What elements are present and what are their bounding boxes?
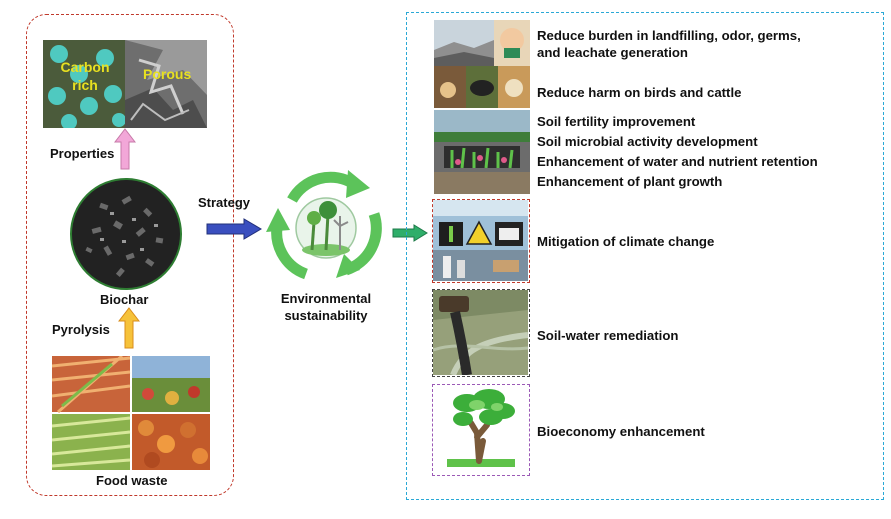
food-waste-label: Food waste [96, 473, 168, 488]
properties-arrow [114, 128, 136, 170]
biochar-image [70, 178, 182, 290]
soil-water-image [432, 289, 530, 377]
outcome-climate: Mitigation of climate change [537, 234, 715, 249]
porous-label: Porous [143, 66, 192, 82]
birds-cattle-image [434, 66, 530, 108]
environmental-label: Environmental [280, 291, 372, 306]
strategy-arrow [206, 218, 262, 240]
outcome-landfill-line2: and leachate generation [537, 45, 688, 60]
sustainability-cycle [262, 162, 390, 284]
pyrolysis-arrow [118, 307, 140, 349]
soil-fertility-image [434, 110, 530, 194]
properties-label: Properties [50, 146, 115, 161]
outcome-bioeconomy: Bioeconomy enhancement [537, 424, 705, 439]
left-panel [26, 14, 234, 496]
outcome-landfill-line1: Reduce burden in landfilling, odor, germ… [537, 28, 801, 43]
output-arrow [392, 224, 428, 242]
outcome-soil-water: Soil-water remediation [537, 328, 679, 343]
outcome-soil-microbial: Soil microbial activity development [537, 134, 758, 149]
properties-image: Carbon rich Porous [43, 40, 207, 128]
outcome-water-nutrient: Enhancement of water and nutrient retent… [537, 154, 818, 169]
food-waste-image [52, 356, 210, 470]
sustainability-label: sustainability [284, 308, 368, 323]
bioeconomy-image [432, 384, 530, 476]
carbon-rich-label: Carbon rich [60, 59, 110, 93]
outcome-plant-growth: Enhancement of plant growth [537, 174, 723, 189]
pyrolysis-label: Pyrolysis [52, 322, 110, 337]
landfill-image [434, 20, 530, 66]
climate-change-image [432, 199, 530, 283]
strategy-label: Strategy [198, 195, 251, 210]
outcome-birds-cattle: Reduce harm on birds and cattle [537, 85, 742, 100]
right-panel [406, 12, 884, 500]
outcome-soil-fertility: Soil fertility improvement [537, 114, 696, 129]
biochar-label: Biochar [100, 292, 149, 307]
